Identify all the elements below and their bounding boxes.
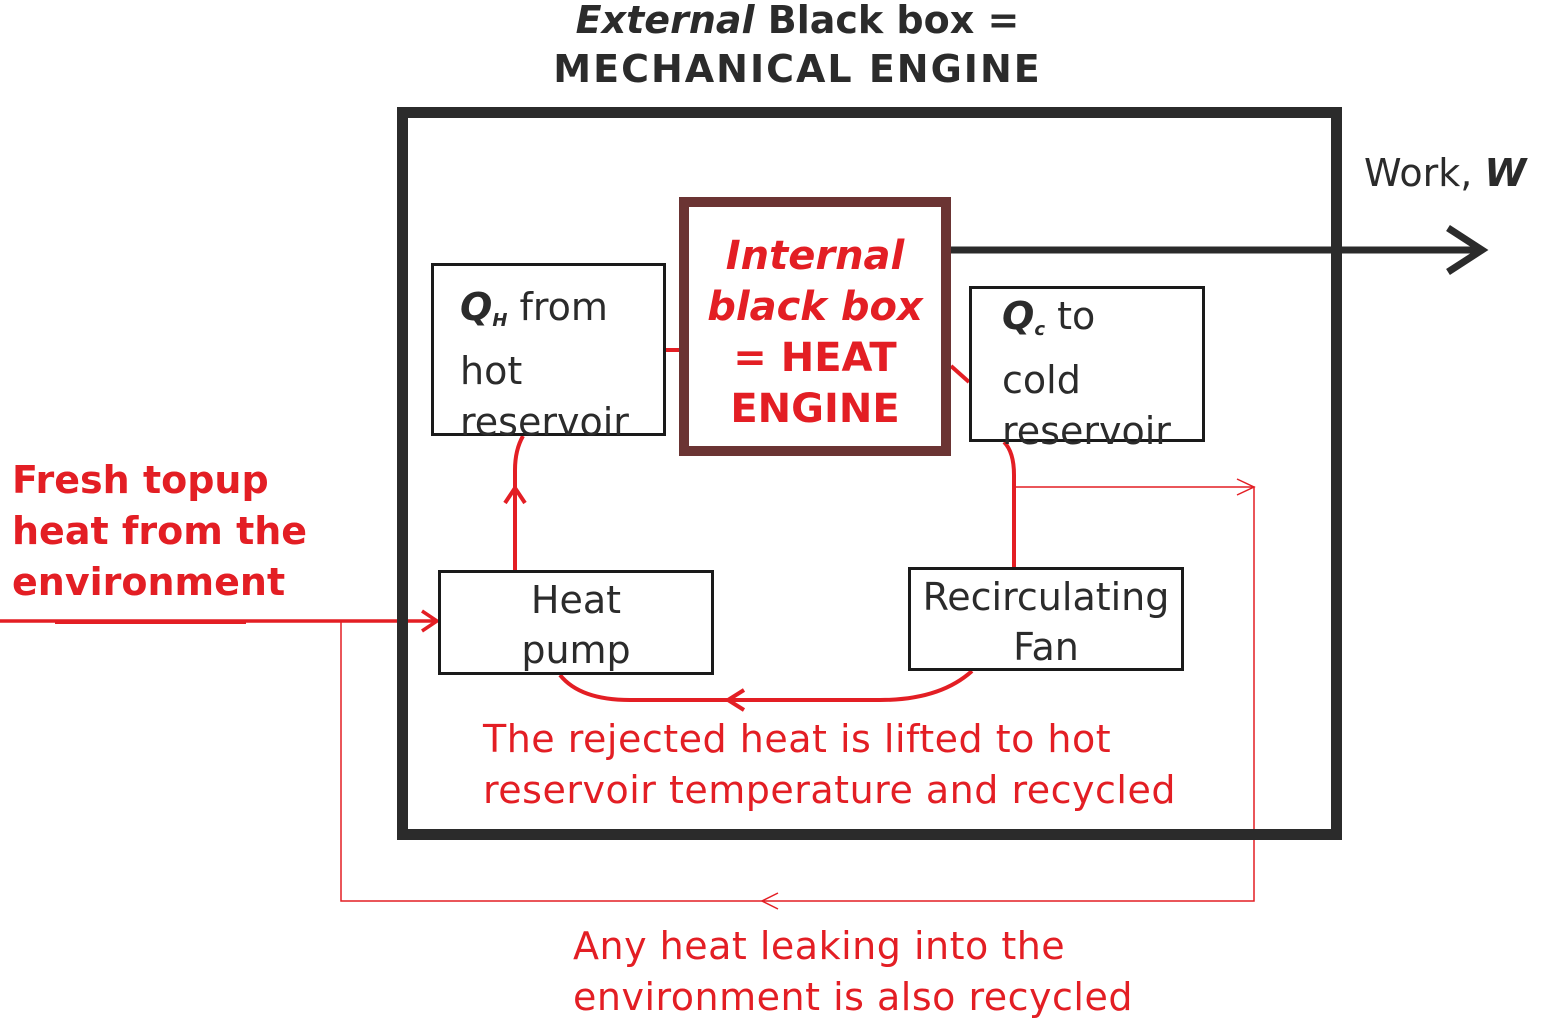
leak-note-line1: Any heat leaking into the — [573, 924, 1066, 968]
recirculating-fan-box: Recirculating Fan — [908, 567, 1184, 671]
cold-reservoir-line3: reservoir — [1002, 409, 1171, 453]
diagram-title-line1: External Black box = — [380, 1, 1215, 39]
qc-symbol: Qc — [1002, 294, 1045, 340]
cold-reservoir-line1: Qc to — [1002, 294, 1096, 340]
external-black-box — [397, 107, 1342, 840]
rejected-heat-note: The rejected heat is lifted to hot reser… — [483, 714, 1243, 816]
heat-engine-box: Internal black box = HEAT ENGINE — [679, 197, 951, 456]
loop-arrow-up — [503, 484, 527, 505]
work-label: Work, W — [1364, 151, 1527, 195]
engine-line1: Internal — [725, 233, 905, 279]
heat-pump-line1: Heat — [530, 578, 622, 622]
hot-reservoir-line1: QH from — [460, 285, 608, 331]
cold-reservoir-box: Qc to cold reservoir — [969, 286, 1205, 453]
engine-line2: black box — [707, 284, 923, 330]
fresh-heat-line1: Fresh topup — [12, 458, 269, 502]
fresh-heat-label: Fresh topup heat from the environment — [12, 455, 372, 608]
fresh-heat-arrowhead — [421, 609, 441, 633]
heat-pump-line2: pump — [521, 628, 631, 672]
fresh-heat-line3: environment — [12, 560, 286, 604]
work-arrowhead — [1446, 225, 1489, 275]
rejected-note-line1: The rejected heat is lifted to hot — [483, 717, 1112, 761]
fan-line1: Recirculating — [922, 575, 1170, 619]
hot-reservoir-box: QH from hot reservoir — [431, 263, 666, 444]
engine-line4: ENGINE — [730, 386, 900, 432]
hot-reservoir-line2: hot — [460, 349, 523, 393]
loop-engine-to-cold — [949, 364, 971, 384]
loop-arrow-left — [724, 688, 746, 712]
leak-arrow-left — [760, 892, 779, 910]
loop-fan-to-pump — [558, 669, 974, 702]
engine-line3: = HEAT — [733, 335, 897, 381]
leak-heat-note: Any heat leaking into the environment is… — [573, 921, 1213, 1023]
qh-symbol: QH — [460, 285, 508, 331]
fan-line2: Fan — [1013, 625, 1079, 669]
loop-pump-to-hot — [513, 435, 525, 570]
fresh-heat-line2: heat from the — [12, 509, 308, 553]
title-black-box: Black box = — [754, 0, 1020, 42]
leak-arrow-right — [1236, 478, 1256, 496]
leak-note-line2: environment is also recycled — [573, 975, 1133, 1019]
rejected-note-line2: reservoir temperature and recycled — [483, 768, 1176, 812]
leak-branch — [340, 486, 1255, 902]
title-external: External — [575, 0, 755, 42]
loop-cold-to-fan — [1002, 440, 1016, 568]
cold-reservoir-line2: cold — [1002, 358, 1081, 402]
heat-pump-box: Heat pump — [438, 570, 714, 675]
diagram-title-line2: MECHANICAL ENGINE — [553, 47, 1042, 91]
work-symbol: W — [1484, 151, 1527, 195]
hot-reservoir-line3: reservoir — [460, 400, 629, 444]
